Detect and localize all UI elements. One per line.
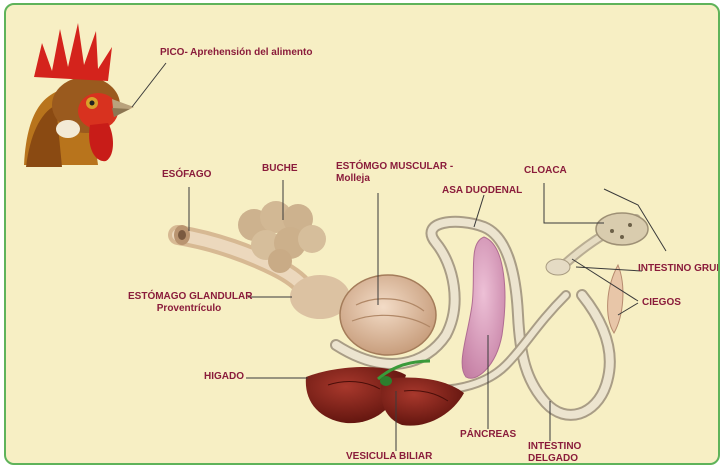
label-ciegos: CIEGOS: [642, 297, 681, 309]
label-esofago: ESÓFAGO: [162, 169, 211, 181]
label-buche: BUCHE: [262, 163, 298, 175]
label-molleja-line1: ESTÓMGO MUSCULAR -: [336, 161, 453, 173]
label-pancreas: PÁNCREAS: [460, 429, 516, 441]
label-delgado-line1: INTESTINO: [528, 441, 581, 453]
label-higado: HIGADO: [204, 371, 244, 383]
label-intestino-delgado: INTESTINO DELGADO: [528, 441, 581, 465]
label-cloaca: CLOACA: [524, 165, 567, 177]
label-asa-duodenal: ASA DUODENAL: [442, 185, 522, 197]
pancreas: [462, 237, 505, 378]
digestive-system-illustration: [6, 5, 720, 465]
label-molleja-line2: Molleja: [336, 173, 453, 185]
label-estomago-glandular: ESTÓMAGO GLANDULAR Proventrículo: [128, 291, 250, 315]
label-molleja: ESTÓMGO MUSCULAR - Molleja: [336, 161, 453, 185]
liver-illustration: [306, 367, 464, 426]
label-pico: PICO- Aprehensión del alimento: [160, 47, 312, 59]
label-vesicula-biliar: VESICULA BILIAR: [346, 451, 432, 463]
rooster-head-image: [22, 9, 140, 167]
gall-bladder: [380, 376, 392, 386]
label-delgado-line2: DELGADO: [528, 453, 581, 465]
diagram-panel: PICO- Aprehensión del alimento ESÓFAGO B…: [4, 3, 720, 465]
label-intestino-grueso: INTESTINO GRUESO: [638, 263, 720, 275]
label-glandular-line1: ESTÓMAGO GLANDULAR: [128, 291, 250, 303]
label-glandular-line2: Proventrículo: [128, 303, 250, 315]
